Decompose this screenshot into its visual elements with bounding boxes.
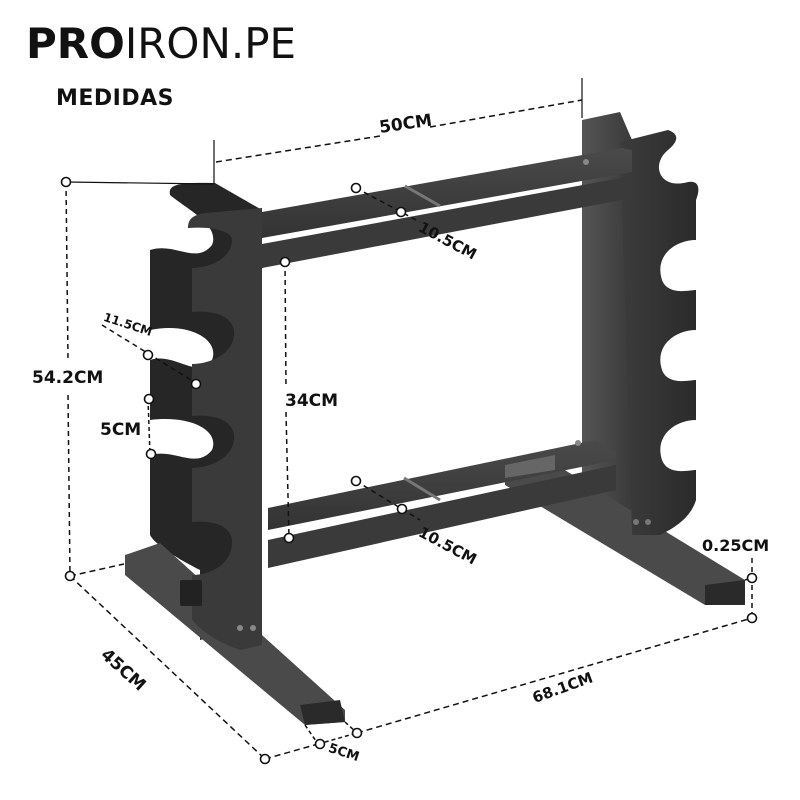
brand-logo: PROIRON.PE [26, 20, 296, 68]
brand-logo-iron: IRON [124, 19, 231, 68]
right-side-frame [505, 112, 745, 605]
dimension-lines [65, 78, 753, 760]
dim-label-shelf-spacing: 34CM [285, 391, 339, 411]
brand-logo-domain: .PE [230, 19, 297, 68]
dimension-markers [60, 176, 758, 765]
brand-logo-pro: PRO [26, 19, 125, 68]
page-subtitle: MEDIDAS [56, 86, 175, 111]
dim-label-cradle-spacing: 5CM [100, 420, 142, 440]
upper-shelf [262, 148, 632, 268]
left-side-frame [125, 182, 345, 725]
dim-label-foot-height: 0.25CM [702, 536, 770, 555]
dim-label-total-height: 54.2CM [32, 368, 104, 388]
lower-shelf [268, 440, 616, 568]
